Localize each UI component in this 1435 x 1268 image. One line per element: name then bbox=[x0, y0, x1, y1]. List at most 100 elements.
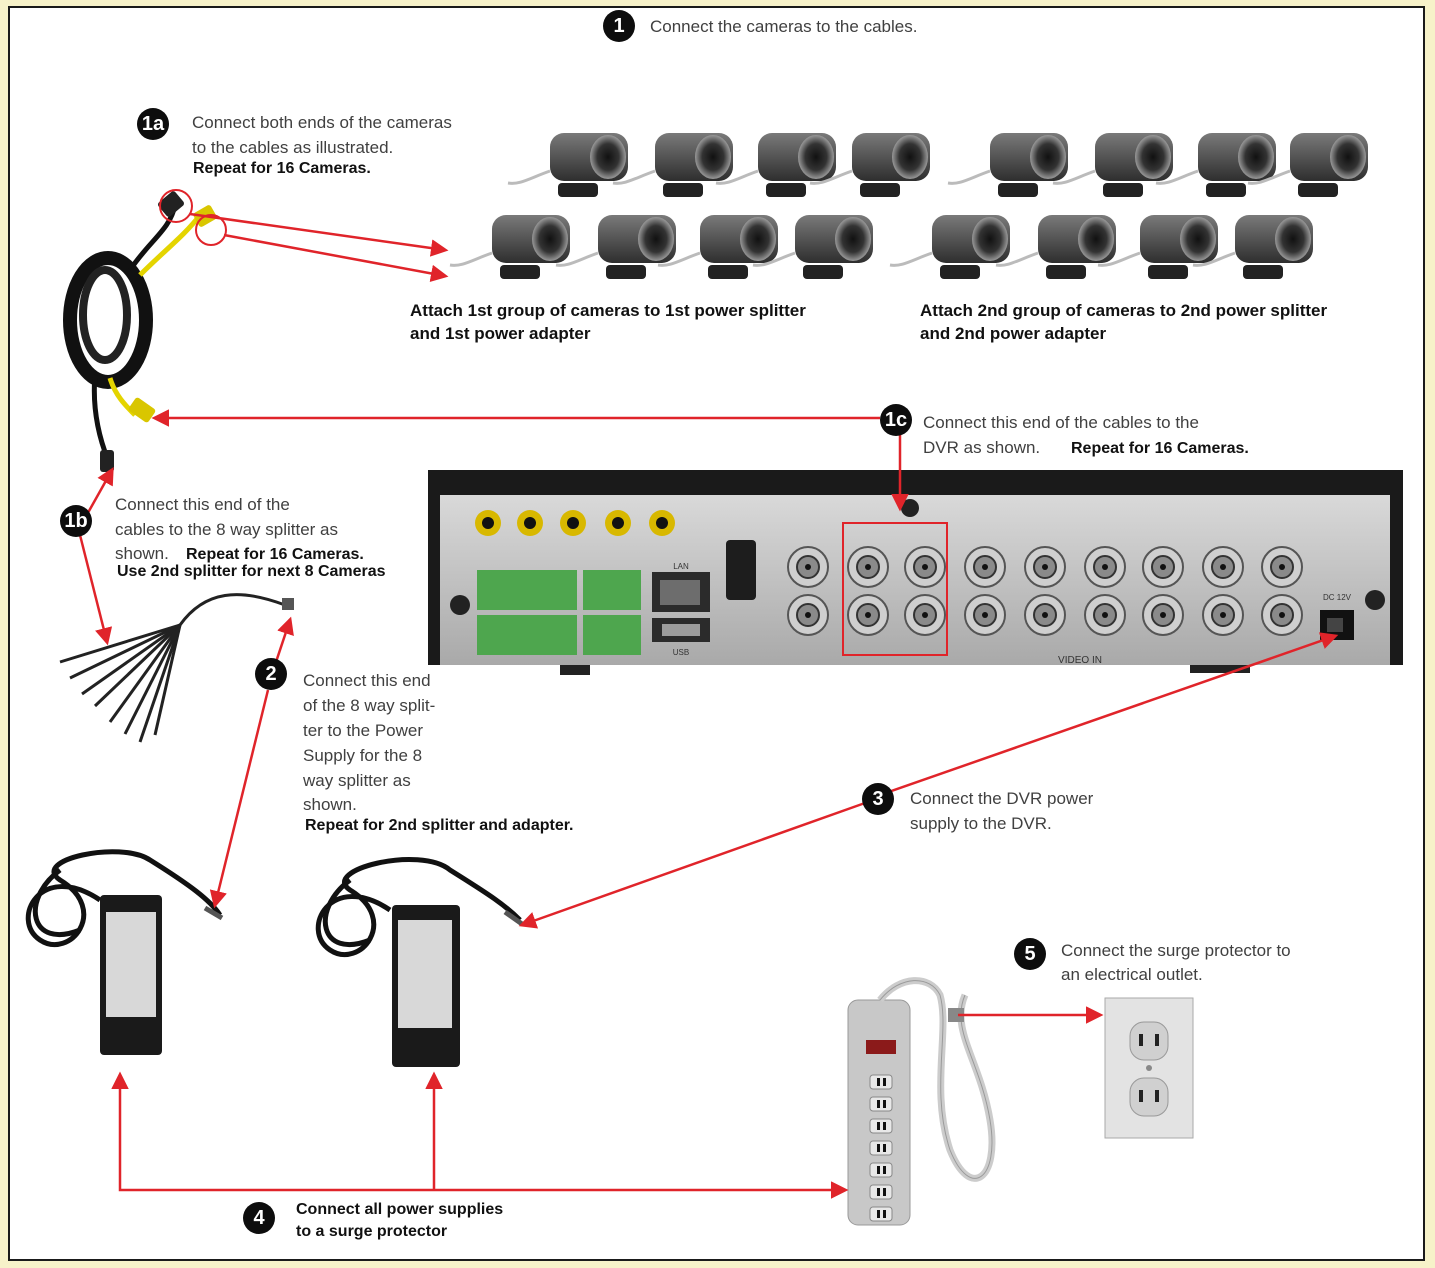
step-1a-text-1: Connect both ends of the cameras bbox=[192, 113, 452, 132]
step-1b-text-2: cables to the 8 way splitter as bbox=[115, 520, 339, 539]
power-supply-2 bbox=[315, 857, 524, 1067]
step-1b-bold-1: Repeat for 16 Cameras. bbox=[186, 546, 364, 563]
badge-step-4: 4 bbox=[243, 1202, 275, 1234]
arrow-cable-to-camera-1 bbox=[189, 212, 449, 257]
bnc-port bbox=[1084, 594, 1126, 636]
camera bbox=[809, 133, 930, 197]
step-1a-bold: Repeat for 16 Cameras. bbox=[193, 160, 371, 177]
arrow-1b-to-splitter bbox=[78, 534, 113, 646]
camera bbox=[555, 215, 676, 279]
step-5-text-1: Connect the surge protector to bbox=[1061, 941, 1291, 960]
bnc-port bbox=[904, 546, 946, 588]
arrow-3-to-dvr bbox=[879, 632, 1339, 797]
arrow-2-to-psu bbox=[209, 689, 270, 909]
badge-step-1c: 1c bbox=[880, 404, 912, 436]
bnc-port bbox=[1261, 546, 1303, 588]
bnc-port bbox=[847, 546, 889, 588]
camera bbox=[715, 133, 836, 197]
rca-jack bbox=[517, 510, 543, 536]
bnc-port bbox=[1142, 594, 1184, 636]
surge-outlet bbox=[869, 1162, 893, 1178]
lan-label: LAN bbox=[673, 562, 689, 571]
camera bbox=[947, 133, 1068, 197]
bnc-port bbox=[1202, 594, 1244, 636]
step-1c-text-1: Connect this end of the cables to the bbox=[923, 413, 1199, 432]
rca-jack bbox=[475, 510, 501, 536]
arrow-3-to-psu bbox=[518, 801, 866, 929]
surge-outlet bbox=[869, 1140, 893, 1156]
dvr-unit: VIDEO IN DC 12V LAN USB bbox=[428, 470, 1403, 675]
badge-step-5: 5 bbox=[1014, 938, 1046, 970]
group-2-line-1: Attach 2nd group of cameras to 2nd power… bbox=[920, 301, 1328, 320]
badge-step-2: 2 bbox=[255, 658, 287, 690]
step-1b-bold-2: Use 2nd splitter for next 8 Cameras bbox=[117, 563, 386, 580]
camera-group bbox=[449, 133, 1368, 279]
camera bbox=[995, 215, 1116, 279]
dc-label: DC 12V bbox=[1323, 593, 1352, 602]
surge-outlet bbox=[869, 1074, 893, 1090]
step-2-line-2: of the 8 way split- bbox=[303, 696, 436, 715]
camera bbox=[1097, 215, 1218, 279]
eight-way-splitter bbox=[59, 593, 294, 743]
bnc-port bbox=[1202, 546, 1244, 588]
surge-outlet bbox=[869, 1206, 893, 1222]
camera bbox=[657, 215, 778, 279]
step-3-text-2: supply to the DVR. bbox=[910, 814, 1052, 833]
camera bbox=[507, 133, 628, 197]
step-2-line-1: Connect this end bbox=[303, 671, 431, 690]
bnc-port bbox=[787, 594, 829, 636]
bnc-port bbox=[1084, 546, 1126, 588]
video-in-label: VIDEO IN bbox=[1058, 655, 1102, 666]
coiled-cable bbox=[63, 191, 217, 472]
surge-outlet bbox=[869, 1184, 893, 1200]
rca-jack bbox=[560, 510, 586, 536]
bnc-port bbox=[787, 546, 829, 588]
step-3-text-1: Connect the DVR power bbox=[910, 789, 1094, 808]
bnc-port bbox=[1142, 546, 1184, 588]
step-2-line-3: ter to the Power bbox=[303, 721, 424, 740]
rca-jack bbox=[649, 510, 675, 536]
surge-outlet bbox=[869, 1118, 893, 1134]
badge-step-1b: 1b bbox=[60, 505, 92, 537]
bnc-port bbox=[847, 594, 889, 636]
step-1a-text-2: to the cables as illustrated. bbox=[192, 138, 394, 157]
step-1c-text-2: DVR as shown. bbox=[923, 438, 1041, 457]
camera bbox=[752, 215, 873, 279]
step-1b-text-1: Connect this end of the bbox=[115, 495, 290, 514]
bnc-port bbox=[964, 546, 1006, 588]
group-2-line-2: and 2nd power adapter bbox=[920, 324, 1107, 343]
arrow-cable-to-camera-2 bbox=[223, 233, 449, 283]
arrows bbox=[78, 212, 1339, 1199]
camera bbox=[1052, 133, 1173, 197]
camera bbox=[612, 133, 733, 197]
camera bbox=[1192, 215, 1313, 279]
step-1-text: Connect the cameras to the cables. bbox=[650, 17, 918, 36]
bnc-port bbox=[964, 594, 1006, 636]
bnc-port bbox=[904, 594, 946, 636]
group-1-line-1: Attach 1st group of cameras to 1st power… bbox=[410, 301, 806, 320]
camera bbox=[1155, 133, 1276, 197]
step-4-bold-1: Connect all power supplies bbox=[296, 1201, 504, 1218]
group-1-line-2: and 1st power adapter bbox=[410, 324, 591, 343]
step-5-text-2: an electrical outlet. bbox=[1061, 965, 1203, 984]
step-2-line-6: shown. bbox=[303, 795, 357, 814]
surge-outlet bbox=[869, 1096, 893, 1112]
camera bbox=[889, 215, 1010, 279]
bnc-port bbox=[1261, 594, 1303, 636]
step-2-line-4: Supply for the 8 bbox=[303, 746, 423, 765]
rca-jack bbox=[605, 510, 631, 536]
camera bbox=[449, 215, 570, 279]
wall-outlet bbox=[1104, 997, 1194, 1139]
usb-label: USB bbox=[673, 648, 689, 657]
badge-step-1: 1 bbox=[603, 10, 635, 42]
step-2-bold: Repeat for 2nd splitter and adapter. bbox=[305, 817, 574, 834]
step-4-bold-2: to a surge protector bbox=[296, 1223, 448, 1240]
bnc-port bbox=[1024, 594, 1066, 636]
camera bbox=[1247, 133, 1368, 197]
arrow-4-psu1-to-surge bbox=[111, 1071, 849, 1199]
bnc-port bbox=[1024, 546, 1066, 588]
step-1c-bold: Repeat for 16 Cameras. bbox=[1071, 440, 1249, 457]
surge-protector bbox=[847, 977, 996, 1226]
power-supply-1 bbox=[25, 849, 224, 1055]
